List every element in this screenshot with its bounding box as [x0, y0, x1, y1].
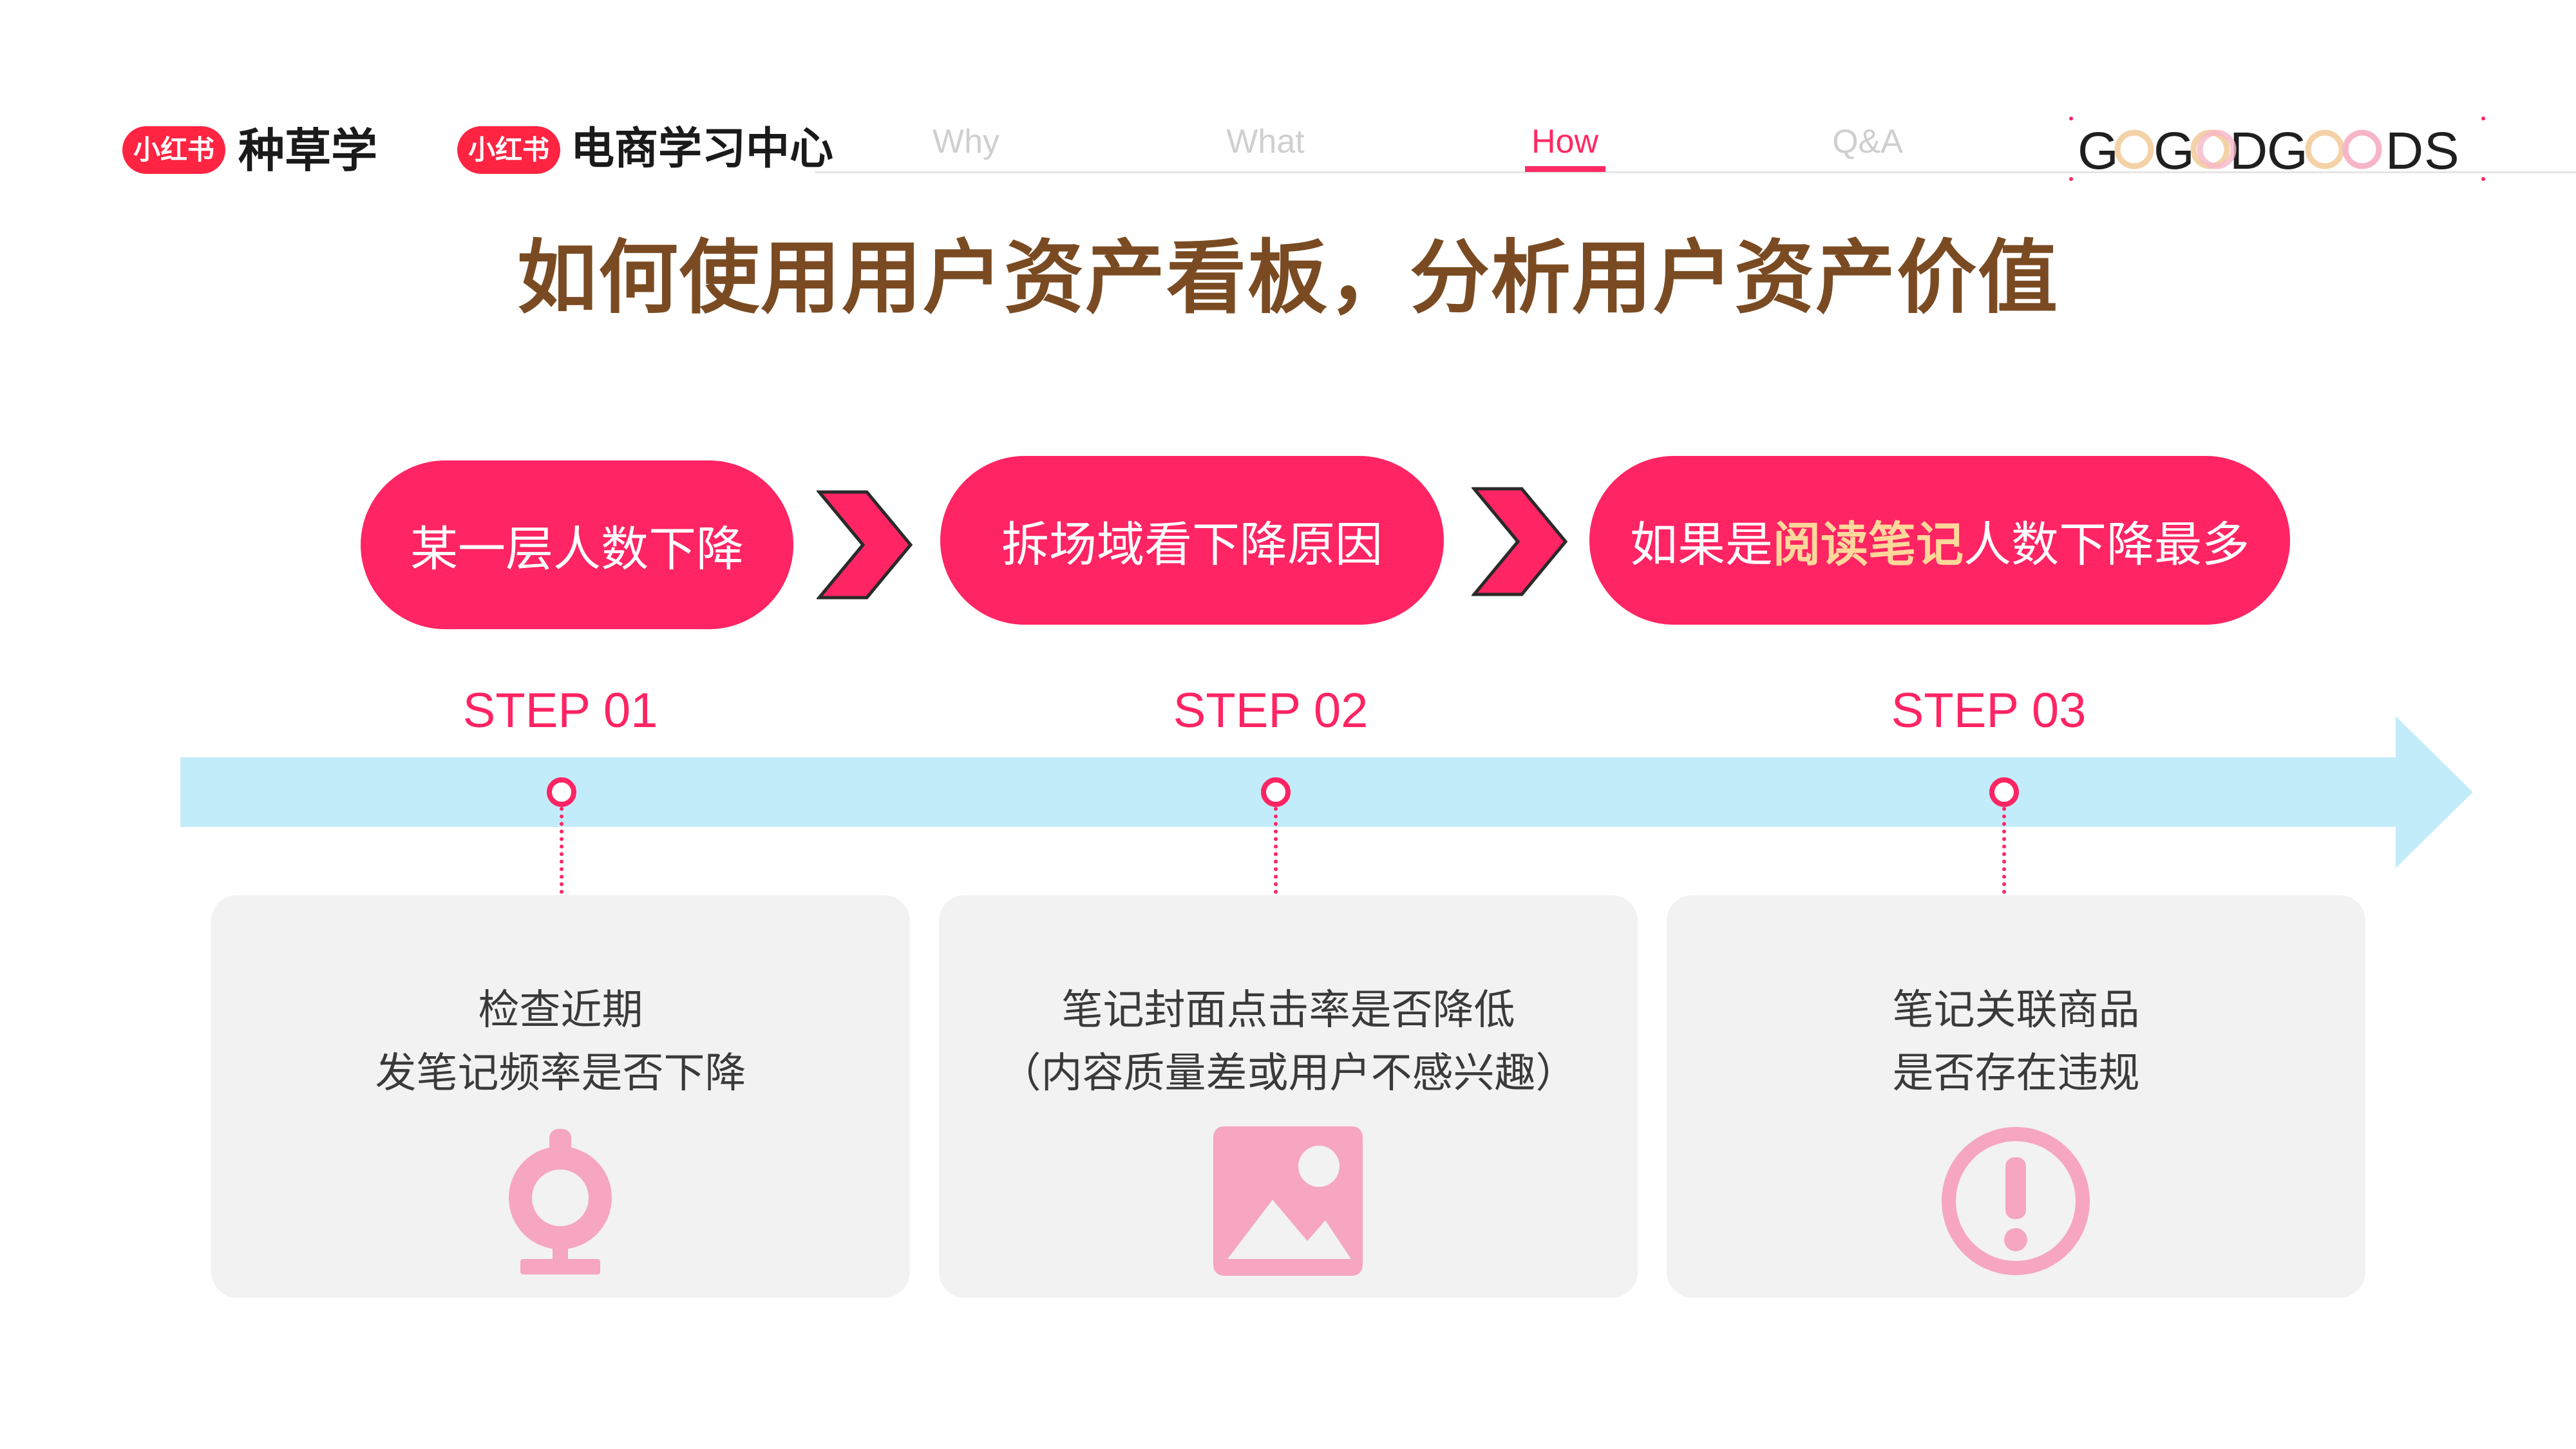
step2-card: 笔记封面点击率是否降低 （内容质量差或用户不感兴趣）: [939, 895, 1638, 1298]
nav-divider: [815, 171, 2576, 173]
step1-card-text: 检查近期 发笔记频率是否下降: [211, 979, 910, 1105]
step2-pill: 拆场域看下降原因: [940, 456, 1444, 625]
svg-text:S: S: [2424, 122, 2459, 180]
brand2-badge: 小红书: [457, 126, 560, 174]
step3-card-text: 笔记关联商品 是否存在违规: [1667, 979, 2365, 1105]
brand1-badge: 小红书: [122, 126, 225, 174]
step2-label: STEP 02: [1173, 683, 1368, 738]
step3-card-line: 笔记关联商品: [1892, 987, 2140, 1034]
step3-pill-text-a: 如果是: [1630, 516, 1773, 573]
step1-marker: [547, 777, 576, 807]
step2-card-text: 笔记封面点击率是否降低 （内容质量差或用户不感兴趣）: [939, 979, 1638, 1105]
step2-card-line: 笔记封面点击率是否降低: [1061, 987, 1515, 1034]
nav-active-underline: [1525, 166, 1605, 172]
image-icon: [1213, 1126, 1363, 1276]
step3-pill-text-b: 人数下降最多: [1964, 516, 2249, 573]
step1-connector: [560, 807, 564, 916]
page-title: 如何使用用户资产看板，分析用户资产价值: [516, 232, 2059, 325]
step3-connector: [2002, 807, 2006, 916]
nav-how[interactable]: How: [1531, 123, 1599, 160]
nav-why[interactable]: Why: [933, 123, 999, 160]
svg-text:G: G: [2078, 122, 2119, 180]
webcam-icon: [509, 1129, 612, 1274]
step1-card-line: 检查近期: [478, 987, 643, 1034]
warning-icon: [1942, 1127, 2090, 1275]
brand1-name: 种草学: [238, 124, 378, 178]
step2-pill-text: 拆场域看下降原因: [1001, 516, 1383, 573]
timeline-arrow: [180, 716, 2473, 868]
step1-card-line: 发笔记频率是否下降: [375, 1050, 746, 1097]
step3-label: STEP 03: [1891, 683, 2087, 738]
step3-marker: [1989, 777, 2019, 807]
chevron-right-icon: [817, 490, 913, 600]
step1-label: STEP 01: [462, 683, 658, 738]
step2-connector: [1274, 807, 1278, 916]
gogoodgoods-logo: G G D G D S: [2069, 117, 2485, 181]
chevron-right-icon: [1472, 487, 1568, 596]
nav-qa[interactable]: Q&A: [1832, 123, 1903, 160]
step1-pill: 某一层人数下降: [361, 460, 793, 629]
step2-card-line: （内容质量差或用户不感兴趣）: [999, 1050, 1577, 1097]
svg-text:D: D: [2385, 122, 2423, 180]
step1-card: 检查近期 发笔记频率是否下降: [211, 895, 910, 1298]
step3-card: 笔记关联商品 是否存在违规: [1667, 895, 2365, 1298]
step3-pill-highlight: 阅读笔记: [1773, 516, 1964, 573]
step3-pill-text: 如果是阅读笔记人数下降最多: [1630, 506, 2249, 575]
brand2-name: 电商学习中心: [571, 124, 834, 175]
svg-text:G: G: [2154, 122, 2195, 180]
nav-what[interactable]: What: [1226, 123, 1305, 160]
step3-pill: 如果是阅读笔记人数下降最多: [1589, 456, 2290, 625]
step2-marker: [1261, 777, 1291, 807]
step1-pill-text: 某一层人数下降: [410, 521, 744, 577]
svg-text:G: G: [2267, 122, 2308, 180]
step3-card-line: 是否存在违规: [1892, 1050, 2140, 1097]
